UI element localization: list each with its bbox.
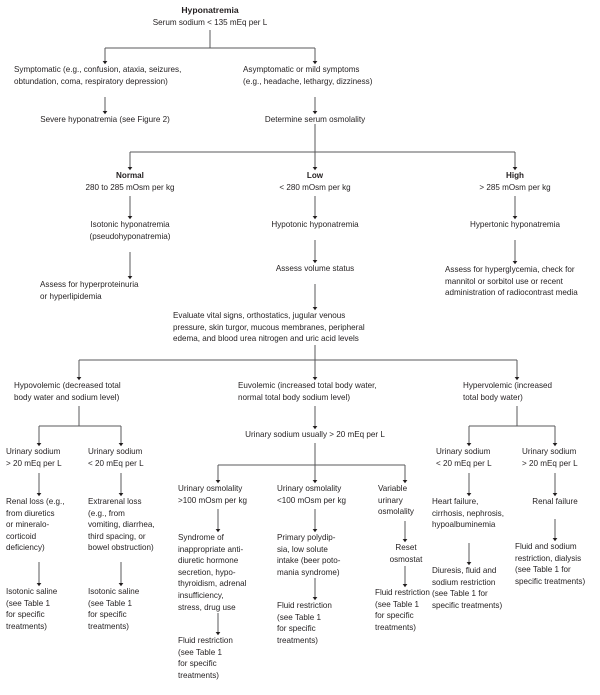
node-hypovolemic: Hypovolemic (decreased total body water …	[14, 381, 121, 402]
node-hypertonic-hyponatremia: Hypertonic hyponatremia	[470, 220, 560, 229]
node-siadh: Syndrome of inappropriate anti- diuretic…	[178, 533, 247, 612]
node-high-label: High	[506, 171, 524, 180]
node-heart-failure: Heart failure, cirrhosis, nephrosis, hyp…	[432, 497, 504, 530]
node-evaluate-vital-signs: Evaluate vital signs, orthostatics, jugu…	[173, 311, 365, 344]
node-urinary-osmolality-lt100: Urinary osmolality <100 mOsm per kg	[277, 484, 347, 505]
node-hypervolemic: Hypervolemic (increased total body water…	[463, 381, 553, 402]
node-low-label: Low	[306, 171, 324, 180]
node-assess-volume-status: Assess volume status	[275, 264, 355, 273]
node-asymptomatic: Asymptomatic or mild symptoms (e.g., hea…	[243, 65, 373, 86]
node-determine-serum-osmolality: Determine serum osmolality	[264, 115, 366, 124]
node-normal-value: 280 to 285 mOsm per kg	[85, 183, 175, 192]
node-fluid-restriction-siadh: Fluid restriction (see Table 1 for speci…	[178, 636, 233, 680]
node-high-value: > 285 mOsm per kg	[479, 183, 551, 192]
node-assess-hyperproteinuria: Assess for hyperproteinuria or hyperlipi…	[40, 280, 139, 301]
node-renal-loss: Renal loss (e.g., from diuretics or mine…	[6, 497, 65, 553]
node-isotonic-saline-left: Isotonic saline (see Table 1 for specifi…	[6, 587, 58, 631]
node-urinary-osmolality-gt100: Urinary osmolality >100 mOsm per kg	[178, 484, 248, 505]
node-hypovolemic-una-gt20: Urinary sodium > 20 mEq per L	[6, 447, 62, 468]
node-isotonic-saline-right: Isotonic saline (see Table 1 for specifi…	[88, 587, 140, 631]
node-low-value: < 280 mOsm per kg	[279, 183, 351, 192]
node-euvolemic-urinary-sodium: Urinary sodium usually > 20 mEq per L	[245, 430, 385, 439]
node-variable-urinary-osmolality: Variable urinary osmolality	[378, 484, 414, 517]
node-root-title: Hyponatremia	[181, 5, 239, 15]
node-assess-hyperglycemia: Assess for hyperglycemia, check for mann…	[445, 265, 578, 298]
node-fluid-sodium-restriction-dialysis: Fluid and sodium restriction, dialysis (…	[515, 542, 586, 586]
node-root-subtitle: Serum sodium < 135 mEq per L	[152, 18, 268, 27]
node-primary-polydipsia: Primary polydip- sia, low solute intake …	[277, 533, 341, 577]
node-hypervolemic-una-gt20: Urinary sodium > 20 mEq per L	[522, 447, 578, 468]
node-isotonic-hyponatremia: Isotonic hyponatremia (pseudohyponatremi…	[89, 220, 171, 241]
node-hypotonic-hyponatremia: Hypotonic hyponatremia	[271, 220, 359, 229]
node-euvolemic: Euvolemic (increased total body water, n…	[238, 381, 377, 402]
node-hypovolemic-una-lt20: Urinary sodium < 20 mEq per L	[88, 447, 144, 468]
node-fluid-restriction-reset-osmostat: Fluid restriction (see Table 1 for speci…	[375, 588, 430, 632]
node-hypervolemic-una-lt20: Urinary sodium < 20 mEq per L	[436, 447, 492, 468]
node-fluid-restriction-polydipsia: Fluid restriction (see Table 1 for speci…	[277, 601, 332, 645]
node-renal-failure: Renal failure	[532, 497, 578, 506]
node-reset-osmostat: Reset osmostat	[389, 543, 423, 564]
node-severe-hyponatremia: Severe hyponatremia (see Figure 2)	[40, 115, 170, 124]
node-normal-label: Normal	[116, 171, 144, 180]
node-extrarenal-loss: Extrarenal loss (e.g., from vomiting, di…	[88, 497, 155, 553]
node-diuresis-treatment: Diuresis, fluid and sodium restriction (…	[432, 566, 503, 610]
node-symptomatic: Symptomatic (e.g., confusion, ataxia, se…	[14, 65, 182, 86]
